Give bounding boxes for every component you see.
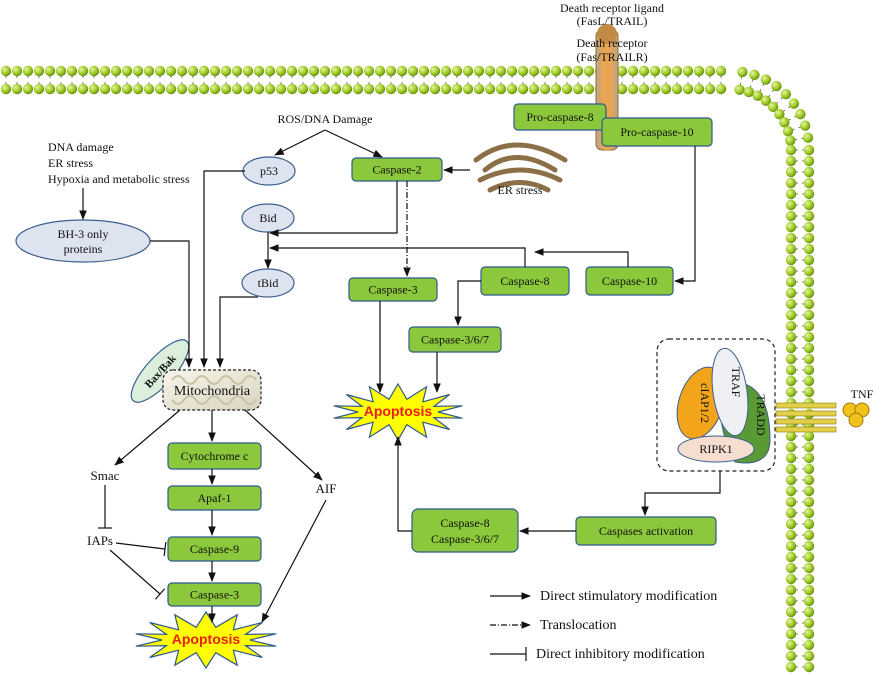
apaf-1-box: Apaf-1 xyxy=(167,485,262,511)
arrow-aif-to-apoptosis xyxy=(261,499,327,623)
iaps-label: IAPs xyxy=(87,533,113,548)
bh3-label-line1: BH-3 only xyxy=(58,227,109,241)
mitochondria-node: Mitochondria xyxy=(162,369,262,411)
caspase-8-box: Caspase-8 xyxy=(480,266,570,296)
caspase-2-box: Caspase-2 xyxy=(351,157,443,182)
hypoxia-label: Hypoxia and metabolic stress xyxy=(48,172,190,186)
arrow-bh3-to-mitochondria xyxy=(150,240,193,368)
legend-inhibitory-label: Direct inhibitory modification xyxy=(536,647,705,662)
cell-membrane xyxy=(0,65,815,673)
caspase-3-6-7-line-label: Caspase-3/6/7 xyxy=(431,532,499,546)
inhibit-iaps-caspase-3-bar xyxy=(154,588,166,600)
tnf-receptor-complex: cIAP1/2 TRAF TRADD RIPK1 xyxy=(656,338,776,472)
tnf-label: TNF xyxy=(851,387,874,401)
caspase-3-middle-box: Caspase-3 xyxy=(348,277,438,302)
legend: Direct stimulatory modification Transloc… xyxy=(490,589,717,662)
aif-label: AIF xyxy=(316,481,337,496)
cytochrome-c-box: Cytochrome c xyxy=(167,442,262,470)
er-stress-text: ER stress xyxy=(48,156,93,170)
caspase-3-lower-label: Caspase-3 xyxy=(190,588,239,602)
tbid-label: tBid xyxy=(258,276,279,290)
dna-damage-label: DNA damage xyxy=(48,140,114,154)
arrow-caspase-2-to-bid xyxy=(269,181,398,237)
caspases-activation-box: Caspases activation xyxy=(575,516,717,546)
ripk1-label: RIPK1 xyxy=(699,442,732,456)
inhibit-iaps-caspase-9 xyxy=(115,542,166,550)
caspase-3-middle-label: Caspase-3 xyxy=(368,283,417,297)
caspase-3-6-7-label: Caspase-3/6/7 xyxy=(421,333,489,347)
arrow-mitochondria-to-smac xyxy=(114,409,181,466)
arrow-mitochondria-to-aif xyxy=(244,409,323,481)
arrow-p53-to-mitochondria xyxy=(200,170,245,368)
pro-caspase-8-box: Pro-caspase-8 xyxy=(513,103,607,131)
endoplasmic-reticulum-icon xyxy=(473,142,568,193)
caspase-3-lower-box: Caspase-3 xyxy=(167,582,262,607)
caspase-10-label: Caspase-10 xyxy=(602,274,657,288)
inhibit-iaps-caspase-3 xyxy=(109,549,161,595)
caspase-8-line-label: Caspase-8 xyxy=(440,516,489,530)
death-receptor-subtitle: (Fas/TRAILR) xyxy=(576,50,647,64)
legend-translocation-label: Translocation xyxy=(540,618,616,633)
pro-caspase-10-box: Pro-caspase-10 xyxy=(601,117,713,147)
arrow-caspase-8-to-bid xyxy=(269,244,526,267)
caspases-activation-label: Caspases activation xyxy=(599,524,693,538)
ros-dna-damage-label: ROS/DNA Damage xyxy=(278,112,373,126)
caspase-10-box: Caspase-10 xyxy=(585,266,674,296)
arrow-caspase-box-to-apoptosis xyxy=(394,436,412,532)
bh3-only-proteins-node: BH-3 only proteins xyxy=(15,219,151,263)
er-stress-label: ER stress xyxy=(498,183,543,197)
receptor-ligand-subtitle: (FasL/TRAIL) xyxy=(577,14,648,28)
caspase-8-label: Caspase-8 xyxy=(500,274,549,288)
bid-label: Bid xyxy=(259,211,276,225)
ciap-label: cIAP1/2 xyxy=(698,383,712,423)
receptor-ligand-label: Death receptor ligand xyxy=(560,1,664,15)
arrow-ros-to-p53 xyxy=(274,129,326,156)
apaf-1-label: Apaf-1 xyxy=(198,491,232,505)
arrow-caspase-10-to-bid xyxy=(534,248,629,267)
cytochrome-c-label: Cytochrome c xyxy=(181,449,249,463)
bh3-label-line2: proteins xyxy=(64,242,103,256)
pro-caspase-10-label: Pro-caspase-10 xyxy=(620,125,693,139)
p53-node: p53 xyxy=(242,156,296,186)
apoptosis-star-top: Apoptosis xyxy=(333,382,463,442)
caspase-3-6-7-box: Caspase-3/6/7 xyxy=(408,326,502,353)
caspase-9-box: Caspase-9 xyxy=(167,536,262,562)
arrow-ros-to-caspase-2 xyxy=(324,129,383,158)
p53-label: p53 xyxy=(260,164,278,178)
traf-label: TRAF xyxy=(729,367,743,398)
mitochondria-label: Mitochondria xyxy=(174,384,251,399)
apoptosis-star-bottom: Apoptosis xyxy=(135,610,277,670)
death-receptor-label: Death receptor xyxy=(577,36,648,50)
arrow-caspase-8-to-caspase-367 xyxy=(454,280,481,326)
smac-label: Smac xyxy=(91,468,120,483)
tbid-node: tBid xyxy=(241,268,295,298)
caspase-2-label: Caspase-2 xyxy=(372,163,421,177)
inhibit-iaps-caspase-9-bar xyxy=(163,541,167,557)
arrow-pro-caspase-10-to-caspase-10 xyxy=(674,146,696,285)
legend-stimulatory-label: Direct stimulatory modification xyxy=(540,589,717,604)
apoptosis-label-bottom: Apoptosis xyxy=(172,631,241,647)
pro-caspase-8-label: Pro-caspase-8 xyxy=(526,110,593,124)
tradd-label: TRADD xyxy=(754,394,768,436)
bid-node: Bid xyxy=(241,203,295,233)
arrow-tbid-to-mitochondria xyxy=(216,296,258,368)
tnf-receptor xyxy=(775,402,870,433)
apoptosis-label-top: Apoptosis xyxy=(364,403,433,419)
caspase-9-label: Caspase-9 xyxy=(190,542,239,556)
arrow-complex-to-caspases-activation xyxy=(641,471,721,516)
